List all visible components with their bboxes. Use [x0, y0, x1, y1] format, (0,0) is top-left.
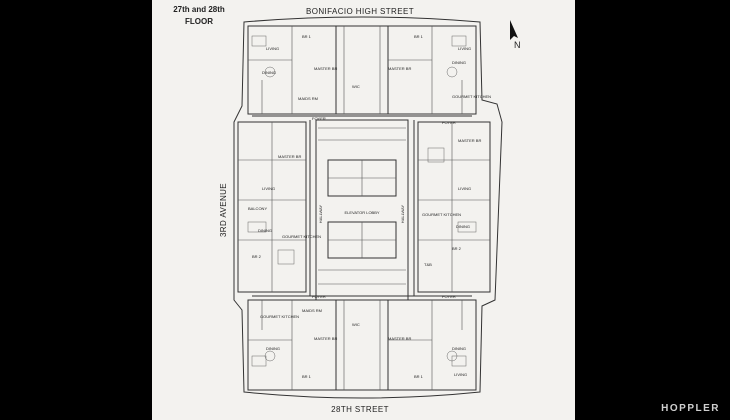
room-master-w: MASTER BR — [278, 154, 301, 159]
compass-label: N — [514, 40, 521, 50]
street-north: BONIFACIO HIGH STREET — [306, 7, 414, 16]
room-br2-e: BR 2 — [452, 246, 462, 251]
building-outline — [233, 16, 503, 399]
room-dining-se: DINING — [452, 346, 466, 351]
room-foyer-se: FOYER — [442, 294, 456, 299]
room-br2-w: BR 2 — [252, 254, 262, 259]
room-br1-ne: BR 1 — [414, 34, 424, 39]
room-foyer-ne: FOYER — [442, 120, 456, 125]
room-master-se: MASTER BR — [388, 336, 411, 341]
room-kitchen-ne: GOURMET KITCHEN — [452, 94, 491, 99]
floor-title: 27th and 28th — [173, 5, 225, 14]
room-living-ne: LIVING — [458, 46, 471, 51]
hallway-label-west: HALLWAY — [318, 204, 323, 223]
floor-plan-drawing: BONIFACIO HIGH STREET 28TH STREET 3RD AV… — [173, 5, 521, 414]
core — [315, 119, 409, 301]
room-br1-se: BR 1 — [414, 374, 424, 379]
room-master-e: MASTER BR — [458, 138, 481, 143]
floor-plan-sheet: BONIFACIO HIGH STREET 28TH STREET 3RD AV… — [152, 0, 575, 420]
room-br1-nw: BR 1 — [302, 34, 312, 39]
street-south: 28TH STREET — [331, 405, 389, 414]
room-foyer-nw: FOYER — [312, 116, 326, 121]
north-arrow-icon — [510, 20, 518, 40]
room-living-w: LIVING — [262, 186, 275, 191]
room-living-e: LIVING — [458, 186, 471, 191]
hallway-label-east: HALLWAY — [400, 204, 405, 223]
room-dining-w: DINING — [258, 228, 272, 233]
room-living-nw: LIVING — [266, 46, 279, 51]
street-west: 3RD AVENUE — [219, 183, 228, 237]
room-living-se: LIVING — [454, 372, 467, 377]
watermark-logo: HOPPLER — [661, 403, 720, 414]
room-wic-n1: WIC — [352, 84, 360, 89]
room-dining-nw: DINING — [262, 70, 276, 75]
room-balcony-w: BALCONY — [248, 206, 267, 211]
room-dining-ne: DINING — [452, 60, 466, 65]
room-foyer-sw: FOYER — [312, 294, 326, 299]
room-dining-e: DINING — [456, 224, 470, 229]
room-kitchen-e: GOURMET KITCHEN — [422, 212, 461, 217]
room-br1-sw: BR 1 — [302, 374, 312, 379]
unit-east — [417, 121, 491, 293]
room-kitchen-sw: GOURMET KITCHEN — [260, 314, 299, 319]
room-wic-s1: WIC — [352, 322, 360, 327]
floor-title-line2: FLOOR — [185, 17, 213, 26]
room-master-ne: MASTER BR — [388, 66, 411, 71]
room-dining-sw: DINING — [266, 346, 280, 351]
room-kitchen-w: GOURMET KITCHEN — [282, 234, 321, 239]
room-master-nw: MASTER BR — [314, 66, 337, 71]
room-master-sw: MASTER BR — [314, 336, 337, 341]
unit-north-center — [335, 25, 389, 115]
room-maids-nw: MAIDS RM — [298, 96, 318, 101]
room-tb-e: T&B — [424, 262, 432, 267]
elevator-lobby-label: ELEVATOR LOBBY — [344, 210, 379, 215]
room-maids-sw: MAIDS RM — [302, 308, 322, 313]
